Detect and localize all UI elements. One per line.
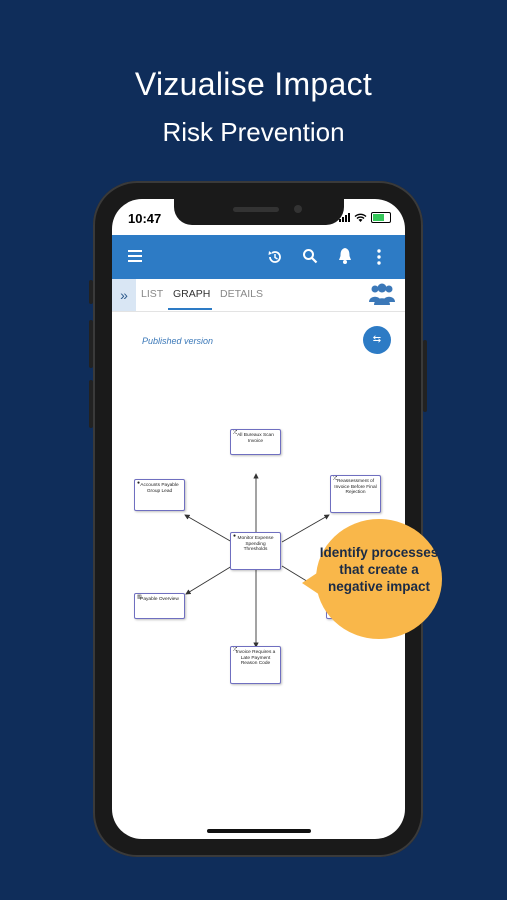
shuffle-icon: ⤮ (233, 647, 238, 653)
callout-bubble: Identify processes that create a negativ… (302, 519, 442, 639)
phone-speaker (233, 207, 279, 212)
mute-switch (89, 280, 93, 304)
graph-edges (184, 473, 330, 648)
power-button (423, 340, 427, 412)
person-icon: ● (137, 480, 141, 486)
home-indicator (207, 829, 311, 833)
wifi-icon (354, 213, 367, 222)
shuffle-icon: ⤮ (233, 430, 238, 436)
share-fab[interactable]: ⇆ (363, 326, 391, 354)
bell-icon[interactable] (337, 247, 353, 265)
app-toolbar (112, 235, 405, 279)
graph-node-lower-left[interactable]: ▥ Payable Overview (134, 593, 185, 619)
graph-node-bottom[interactable]: ⤮ Invoice Requires a Late Payment Reason… (230, 646, 281, 684)
share-icon: ⇆ (372, 334, 382, 345)
node-label: Monitor Expense Spending Thresholds (237, 536, 274, 553)
edge-lower-left (185, 565, 233, 595)
tab-details[interactable]: DETAILS (220, 288, 263, 300)
signal-icon (339, 213, 350, 222)
headline-subtitle: Risk Prevention (162, 117, 345, 147)
volume-up-button (89, 320, 93, 368)
phone-screen: 10:47 (112, 199, 405, 839)
graph-node-upper-right[interactable]: ⤮ Reassessment of Invoice Before Final R… (330, 475, 381, 513)
edge-upper-left (184, 514, 233, 543)
volume-down-button (89, 380, 93, 428)
headline-title: Vizualise Impact (134, 66, 373, 102)
expand-panel-icon[interactable]: » (112, 279, 136, 311)
status-bar: 10:47 (112, 199, 405, 233)
callout-text: Identify processes that create a negativ… (319, 545, 439, 594)
graph-node-center[interactable]: ● Monitor Expense Spending Thresholds (230, 532, 281, 570)
node-label: All Bureaux Scan Invoice (237, 433, 274, 444)
node-label: Invoice Requires a Late Payment Reason C… (235, 650, 276, 667)
shuffle-icon: ⤮ (333, 476, 338, 482)
battery-icon (371, 212, 391, 223)
tab-bar: » LIST GRAPH DETAILS (112, 279, 405, 312)
search-icon[interactable] (302, 248, 318, 264)
node-label: Reassessment of Invoice Before Final Rej… (334, 479, 377, 496)
graph-node-upper-left[interactable]: ● Accounts Payable Group Lead (134, 479, 185, 511)
tab-graph[interactable]: GRAPH (173, 288, 211, 300)
person-icon: ● (233, 533, 237, 539)
phone-notch (174, 199, 344, 225)
status-time: 10:47 (128, 211, 162, 226)
phone-camera (294, 205, 302, 213)
menu-icon[interactable] (128, 250, 142, 262)
published-version-label: Published version (142, 336, 214, 346)
node-label: Accounts Payable Group Lead (140, 483, 179, 494)
graph-node-top[interactable]: ⤮ All Bureaux Scan Invoice (230, 429, 281, 455)
chart-icon: ▥ (137, 594, 142, 600)
edge-upper-right (281, 514, 330, 543)
more-vert-icon[interactable] (377, 249, 381, 265)
tab-list[interactable]: LIST (141, 288, 164, 300)
group-icon[interactable] (369, 282, 395, 306)
history-icon[interactable] (267, 249, 283, 265)
active-tab-indicator (168, 308, 212, 310)
node-label: Payable Overview (140, 597, 179, 602)
